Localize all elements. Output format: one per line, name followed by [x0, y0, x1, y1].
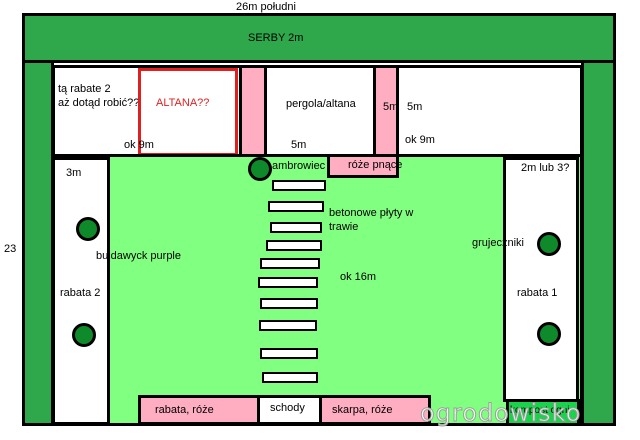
pink-dim-label: 5m: [383, 101, 399, 113]
roze-pnace-label: róże pnące: [348, 159, 403, 171]
hedge-top: [22, 13, 616, 63]
left-dimension-label: 23: [4, 243, 17, 255]
grujeczniki-label: grujeczniki: [472, 237, 524, 249]
ok9m-right-label: ok 9m: [405, 134, 435, 146]
rabata-1-label: rabata 1: [517, 287, 558, 299]
bed-rabata-2: [52, 157, 110, 425]
pergola-dim-label: 5m: [291, 139, 307, 151]
concrete-slab: [270, 222, 322, 233]
compost-label: kompost ogni: [510, 405, 570, 416]
dim-2m-lub-3-label: 2m lub 3?: [521, 162, 570, 174]
buldawyck-label: buldawyck purple: [96, 250, 181, 262]
pink-strip-left: [239, 65, 267, 157]
bed-rabata-1: [503, 157, 579, 402]
dim-3m-label: 3m: [66, 167, 82, 179]
rabata-roze-bed: [138, 395, 260, 425]
altana-label: ALTANA??: [156, 97, 210, 109]
watermark-text: ogrodowisko: [419, 399, 582, 428]
tree-grujecznik-top: [537, 232, 561, 256]
top-dimension-label: 26m południ: [236, 1, 296, 13]
concrete-slab: [258, 277, 318, 288]
concrete-slab: [260, 258, 320, 269]
schody-label: schody: [270, 402, 305, 414]
betonowe-label: betonowe płyty w trawie: [329, 207, 414, 234]
concrete-slab: [262, 372, 318, 383]
rabata-2-label: rabata 2: [60, 287, 101, 299]
tree-ambrowiec: [248, 157, 272, 181]
roze-pnace-bed: [327, 154, 399, 178]
concrete-slab: [260, 348, 318, 359]
skarpa-roze-bed: [319, 395, 431, 425]
hedge-left: [22, 60, 54, 426]
compost-area: [506, 399, 580, 426]
tree-grujecznik-bottom: [537, 322, 561, 346]
concrete-slab: [266, 240, 322, 251]
right-dim-5m-label: 5m: [407, 101, 423, 113]
pergola-label: pergola/altana: [286, 98, 356, 110]
rabate-note: tą rabate 2 aż dotąd robić??: [58, 83, 140, 110]
hedge-right: [581, 60, 616, 426]
ok16m-label: ok 16m: [340, 271, 377, 283]
skarpa-roze-label: skarpa, róże: [332, 404, 393, 416]
concrete-slab: [268, 201, 324, 212]
rabata-roze-label: rabata, róże: [155, 404, 214, 416]
ambrowiec-label: ambrowiec: [272, 160, 326, 172]
hedge-top-label: SERBY 2m: [248, 32, 304, 44]
ok9m-left-label: ok 9m: [124, 139, 154, 151]
tree-buldawyck-bottom: [72, 323, 96, 347]
concrete-slab: [260, 298, 318, 309]
concrete-slab: [259, 320, 317, 331]
concrete-slab: [272, 180, 326, 191]
tree-buldawyck-top: [76, 217, 100, 241]
